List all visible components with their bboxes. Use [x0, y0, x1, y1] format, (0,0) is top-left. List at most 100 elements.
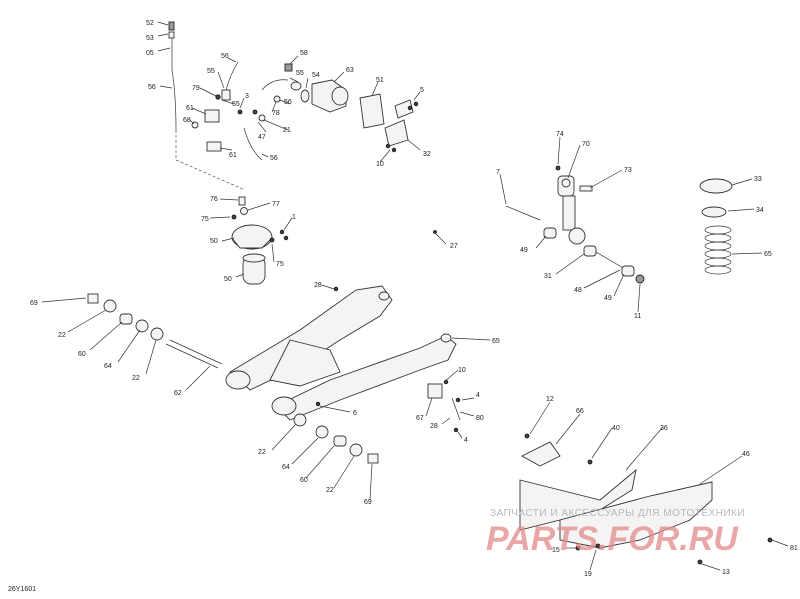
- bolt-73: [579, 185, 593, 192]
- screw-75a: [231, 214, 237, 220]
- shaft-62b: [169, 339, 223, 365]
- cable-56-top: [225, 61, 239, 91]
- screw-10b: [391, 147, 397, 153]
- screw-1b: [283, 235, 289, 241]
- leader-lines: [41, 21, 789, 571]
- screw-19: [595, 543, 601, 549]
- callout-10: 10: [458, 367, 466, 374]
- can-top: [242, 253, 266, 263]
- plug-58: [284, 63, 293, 72]
- bushing-60a: [119, 313, 133, 325]
- screw-27: [433, 230, 437, 234]
- bushing-60b: [333, 435, 347, 447]
- callout-12: 12: [546, 396, 554, 403]
- bracket-32: [384, 119, 409, 147]
- cap-69a: [87, 293, 99, 304]
- callout-40: 40: [612, 425, 620, 432]
- fitting-76: [238, 196, 246, 206]
- seal-64b: [315, 425, 329, 439]
- callout-4: 4: [476, 392, 480, 399]
- seal-55: [290, 81, 302, 91]
- callout-69: 69: [30, 300, 38, 307]
- coupler-54: [300, 89, 310, 103]
- callout-6: 6: [353, 410, 357, 417]
- housing-61: [204, 109, 220, 123]
- callout-70: 70: [582, 141, 590, 148]
- eye-upper: [378, 291, 390, 301]
- spring-collar-34: [701, 206, 727, 218]
- callout-49: 49: [604, 295, 612, 302]
- screw-81: [767, 537, 773, 543]
- plate-46: [559, 481, 713, 549]
- nut-70: [561, 178, 571, 188]
- screw-12: [524, 433, 530, 439]
- callout-77: 77: [272, 201, 280, 208]
- callout-22: 22: [326, 487, 334, 494]
- cap-69b: [367, 453, 379, 464]
- nut-21: [258, 114, 266, 122]
- clip-61: [206, 141, 222, 152]
- callout-60: 60: [300, 477, 308, 484]
- callout-56: 56: [221, 53, 229, 60]
- callout-33: 33: [754, 176, 762, 183]
- callout-69: 69: [364, 499, 372, 506]
- bolt-7: [505, 205, 541, 221]
- bearing-22a: [103, 299, 117, 313]
- screw-10a: [385, 143, 391, 149]
- watermark: ЗАПЧАСТИ И АКСЕССУАРЫ ДЛЯ МОТОТЕХНИКИ PA…: [486, 508, 745, 558]
- callout-49: 49: [520, 247, 528, 254]
- nut-11: [635, 274, 645, 284]
- callout-3: 3: [245, 93, 249, 100]
- arm-lower-rail: [275, 335, 457, 421]
- shaft-62: [165, 343, 219, 369]
- callout-55: 55: [207, 68, 215, 75]
- callout-22: 22: [258, 449, 266, 456]
- cover-rim: [231, 237, 273, 249]
- callout-47: 47: [258, 134, 266, 141]
- callout-79: 79: [192, 85, 200, 92]
- callouts: 52 53 05 56 56 58 63 55 55 54 56 51 5 79…: [30, 20, 798, 578]
- callout-52: 52: [146, 20, 154, 27]
- callout-7: 7: [496, 169, 500, 176]
- shock-assembly: [505, 165, 733, 284]
- callout-19: 19: [584, 571, 592, 578]
- callout-56: 56: [284, 99, 292, 106]
- sensor-67: [427, 383, 443, 399]
- fitting-52: [168, 21, 175, 31]
- screw-4b: [453, 427, 459, 433]
- callout-22: 22: [132, 375, 140, 382]
- callout-60: 60: [78, 351, 86, 358]
- screw-5a: [413, 101, 419, 107]
- spring-seat-33: [699, 178, 733, 194]
- screw-13: [697, 559, 703, 565]
- callout-11: 11: [634, 313, 641, 320]
- guide-line: [175, 130, 246, 191]
- screw-79: [215, 94, 221, 100]
- callout-73: 73: [624, 167, 632, 174]
- bearing-22d: [349, 443, 363, 457]
- callout-27: 27: [450, 243, 458, 250]
- callout-1: 1: [292, 214, 296, 221]
- screw-5b: [407, 105, 413, 111]
- ring-78: [273, 95, 281, 103]
- callout-13: 13: [722, 569, 730, 576]
- pivot-right: [271, 396, 297, 416]
- callout-36: 36: [660, 425, 668, 432]
- callout-50: 50: [224, 276, 232, 283]
- callout-53: 53: [146, 35, 154, 42]
- fitting-53: [168, 31, 175, 39]
- watermark-tagline: ЗАПЧАСТИ И АКСЕССУАРЫ ДЛЯ МОТОТЕХНИКИ: [490, 508, 745, 519]
- shock-body: [562, 195, 576, 231]
- callout-34: 34: [756, 207, 764, 214]
- callout-15: 15: [552, 547, 560, 554]
- bushing-31: [583, 245, 597, 257]
- screw-3: [237, 109, 243, 115]
- callout-05: 05: [146, 50, 154, 57]
- callout-21: 21: [283, 127, 291, 134]
- sensor-clamp: [427, 230, 461, 433]
- callout-56: 56: [148, 84, 156, 91]
- callout-55: 55: [296, 70, 304, 77]
- seal-64a: [135, 319, 149, 333]
- callout-28: 28: [430, 423, 438, 430]
